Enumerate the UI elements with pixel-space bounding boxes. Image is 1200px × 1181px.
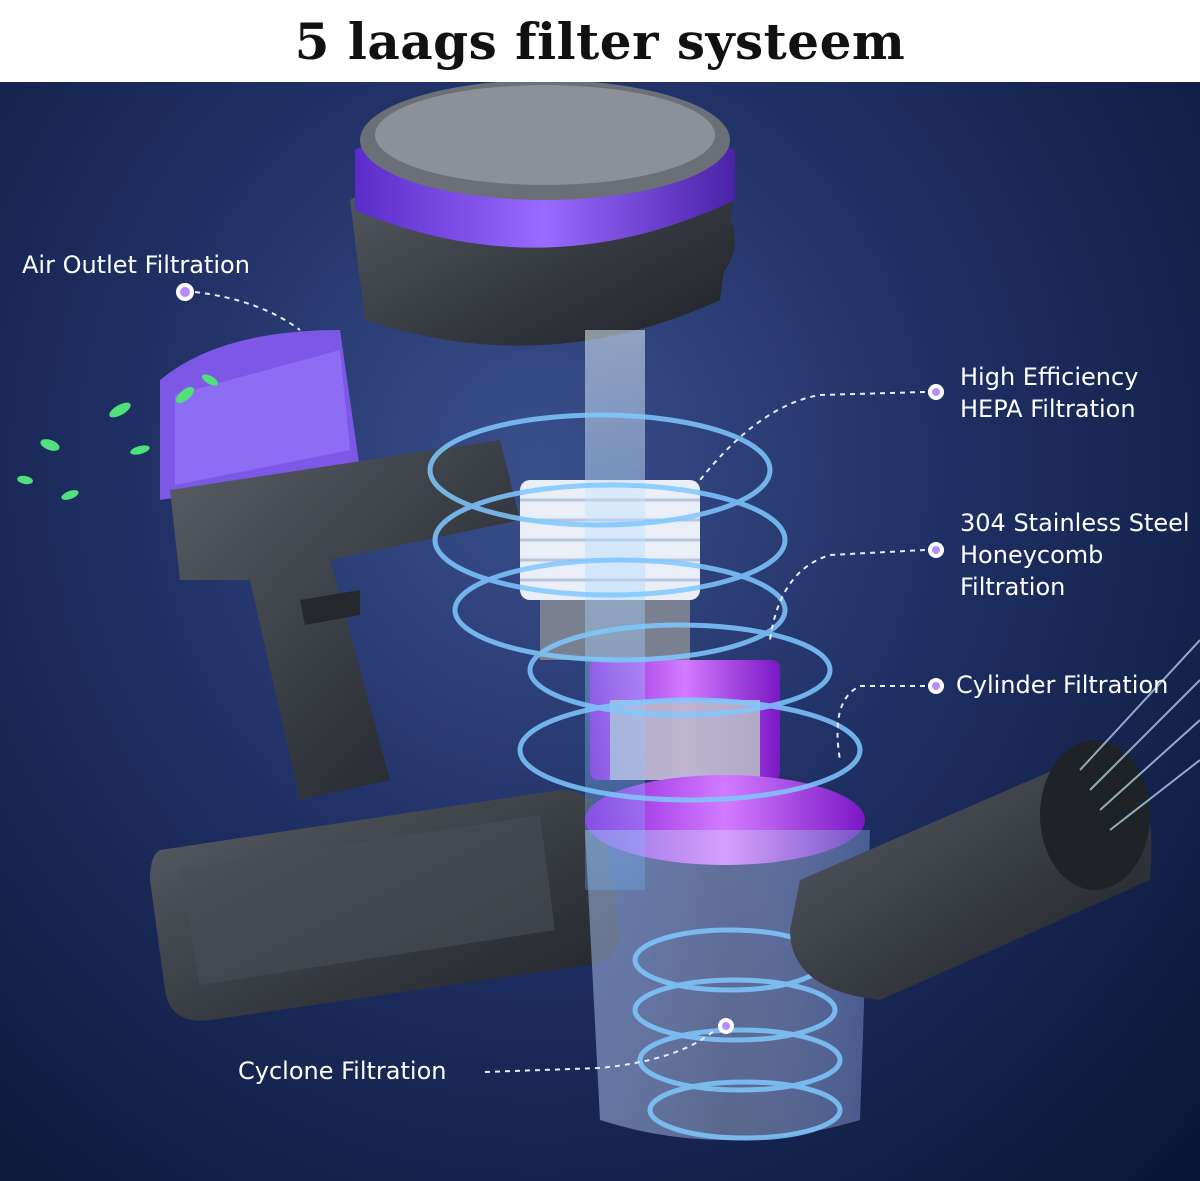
nozzle [790, 639, 1200, 1000]
air-outlet-vent [160, 330, 360, 500]
label-cylinder: Cylinder Filtration [956, 671, 1169, 699]
exhaust-airflow [1079, 639, 1200, 831]
label-cyclone: Cyclone Filtration [238, 1057, 447, 1085]
label-honeycomb-line1: 304 Stainless Steel [960, 509, 1190, 537]
handle [170, 440, 520, 800]
callout-lines [194, 291, 926, 1073]
swirl-rings [427, 412, 863, 1141]
product-illustration: Air Outlet Filtration High Efficiency HE… [0, 82, 1200, 1181]
motor-head [350, 82, 735, 346]
label-hepa-line2: HEPA Filtration [960, 395, 1136, 423]
label-air-outlet: Air Outlet Filtration [22, 251, 250, 279]
callout-markers [176, 283, 944, 1034]
label-honeycomb-line2: Honeycomb [960, 541, 1104, 569]
label-hepa-line1: High Efficiency [960, 363, 1139, 391]
leaf-particles [17, 374, 219, 500]
battery-pack [150, 790, 620, 1021]
page-title: 5 laags filter systeem [294, 11, 906, 71]
label-honeycomb-line3: Filtration [960, 573, 1066, 601]
title-band: 5 laags filter systeem [0, 0, 1200, 82]
vacuum-illustration [17, 82, 1200, 1141]
